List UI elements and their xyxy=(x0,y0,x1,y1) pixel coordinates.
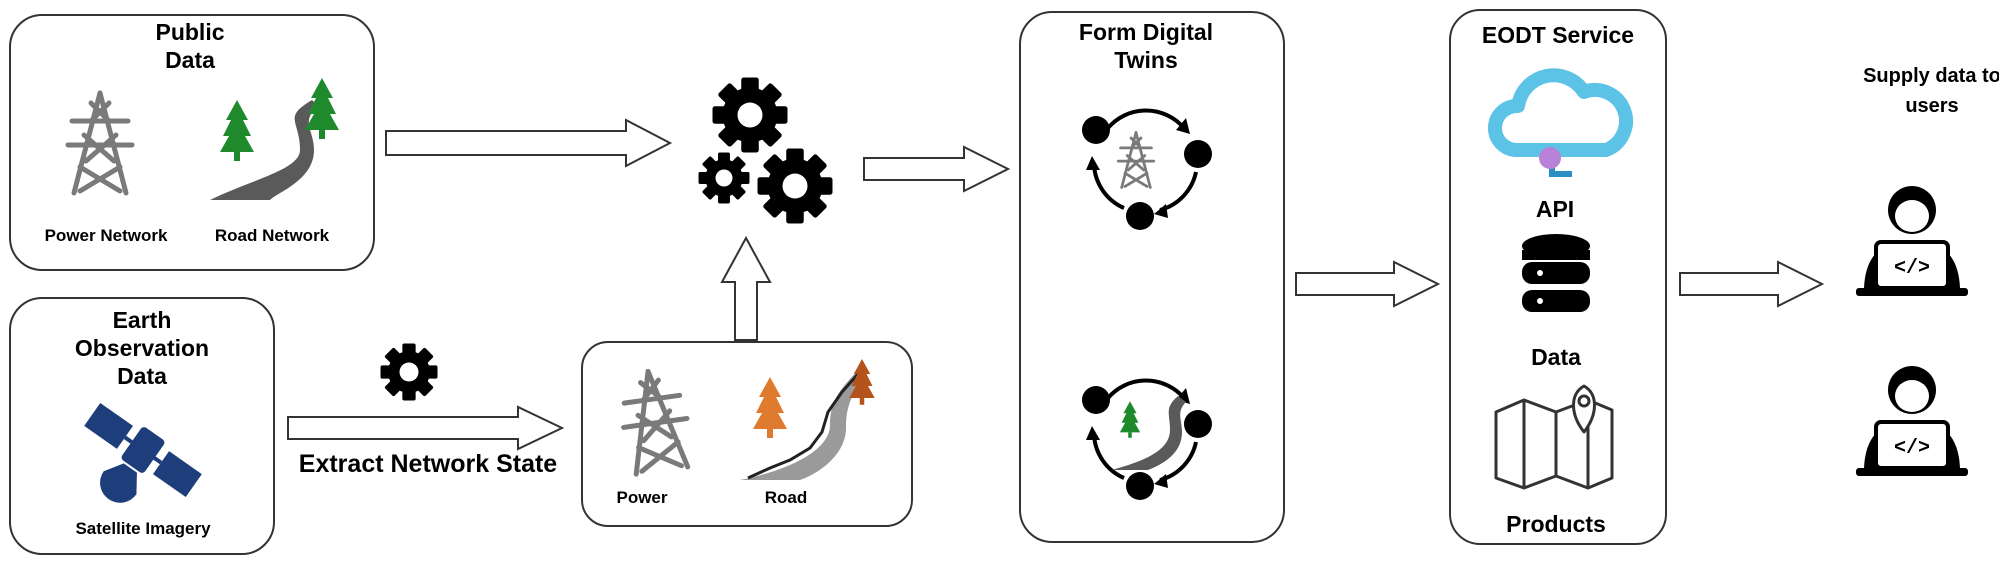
twins-title-line1: Form Digital xyxy=(1079,19,1213,45)
users-title-line1: Supply data to xyxy=(1863,65,1999,87)
map-pin-icon xyxy=(1494,384,1614,490)
road-network-label: Road Network xyxy=(215,226,330,245)
arrow-network-state-to-processing xyxy=(720,235,772,341)
road-label: Road xyxy=(765,488,808,507)
satellite-icon xyxy=(84,402,202,503)
eo-data-box: Earth Observation Data Satellite Imagery xyxy=(9,297,275,555)
gear-icon-large-top xyxy=(712,77,788,153)
eodt-service-box: EODT Service API Data Products xyxy=(1449,9,1667,545)
extract-network-state-label: Extract Network State xyxy=(299,450,558,478)
eo-title-line1: Earth xyxy=(113,307,172,333)
gear-icon-large-bottom xyxy=(757,148,833,224)
api-label: API xyxy=(1536,196,1574,222)
cloud-api-icon xyxy=(1488,68,1634,177)
arrow-public-to-processing xyxy=(385,118,673,168)
database-icon xyxy=(1522,234,1590,312)
twin-road-icon xyxy=(1112,396,1186,470)
digital-twins-box: Form Digital Twins xyxy=(1019,11,1285,543)
road-icon xyxy=(210,100,318,200)
public-data-box: Public Data Power Network Road Network xyxy=(9,14,375,271)
arrow-eo-to-network-state xyxy=(287,405,565,451)
eo-title-line2: Observation xyxy=(75,335,209,361)
eodt-service-title: EODT Service xyxy=(1482,22,1634,48)
gear-icon-small xyxy=(698,152,750,204)
network-state-box: Power Road xyxy=(581,341,913,527)
arrow-processing-to-twins xyxy=(863,145,1011,193)
users-title-line2: users xyxy=(1905,95,1958,117)
public-data-title-line2: Data xyxy=(165,47,215,73)
gear-icon-extract xyxy=(380,343,438,401)
data-label: Data xyxy=(1531,344,1581,370)
user-coder-icon-1 xyxy=(1854,184,1970,298)
twins-title-line2: Twins xyxy=(1114,47,1177,73)
power-label: Power xyxy=(616,488,667,507)
user-coder-icon-2 xyxy=(1854,364,1970,478)
products-label: Products xyxy=(1506,511,1606,537)
arrow-service-to-users xyxy=(1679,260,1825,308)
eo-title-line3: Data xyxy=(117,363,167,389)
road-icon-damaged xyxy=(740,370,866,480)
public-data-title-line1: Public xyxy=(155,19,224,45)
satellite-imagery-label: Satellite Imagery xyxy=(75,519,211,538)
arrow-twins-to-service xyxy=(1295,260,1441,308)
power-network-label: Power Network xyxy=(45,226,168,245)
